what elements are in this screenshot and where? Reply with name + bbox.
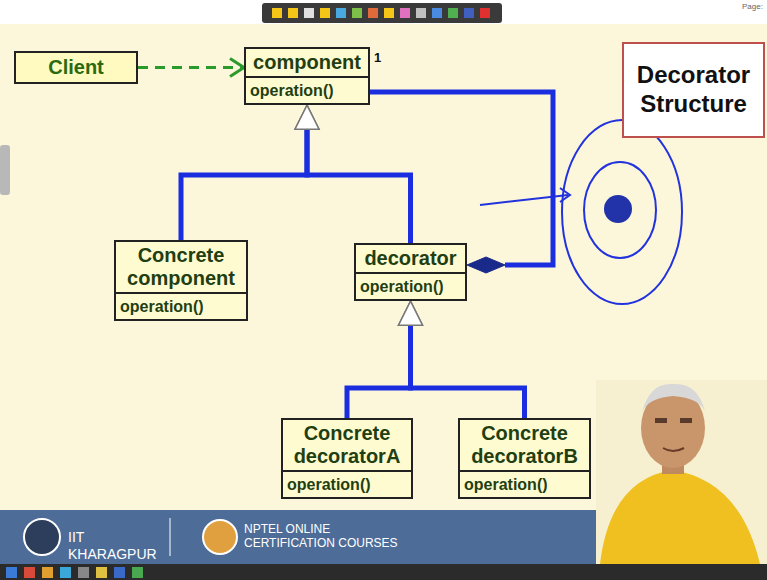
page-marker: Page: bbox=[742, 2, 763, 12]
class-box: decoratoroperation() bbox=[354, 243, 467, 301]
class-box: Concrete decoratorAoperation() bbox=[281, 418, 413, 499]
class-name: Concrete component bbox=[116, 242, 246, 292]
connector bbox=[295, 105, 411, 243]
class-name: Concrete decoratorB bbox=[460, 420, 589, 470]
client-name: Client bbox=[42, 54, 110, 81]
class-box: componentoperation() bbox=[244, 47, 370, 105]
course-name: NPTEL ONLINE CERTIFICATION COURSES bbox=[244, 522, 404, 551]
method-name: operation() bbox=[356, 272, 465, 299]
connector bbox=[138, 59, 244, 77]
class-name: component bbox=[246, 49, 368, 76]
slide-title: Decorator Structure bbox=[624, 57, 763, 123]
method-name: operation() bbox=[116, 292, 246, 319]
client-box: Client bbox=[14, 51, 138, 84]
connector bbox=[181, 105, 319, 240]
class-name: Concrete decoratorA bbox=[283, 420, 411, 470]
method-name: operation() bbox=[246, 76, 368, 103]
title-box: Decorator Structure bbox=[622, 42, 765, 138]
class-name: decorator bbox=[356, 245, 465, 272]
multiplicity: 1 bbox=[374, 50, 381, 66]
class-box: Concrete componentoperation() bbox=[114, 240, 248, 321]
method-name: operation() bbox=[283, 470, 411, 497]
method-name: operation() bbox=[460, 470, 589, 497]
connector bbox=[399, 301, 525, 418]
institute-name: IIT KHARAGPUR bbox=[68, 529, 163, 563]
class-box: Concrete decoratorBoperation() bbox=[458, 418, 591, 499]
